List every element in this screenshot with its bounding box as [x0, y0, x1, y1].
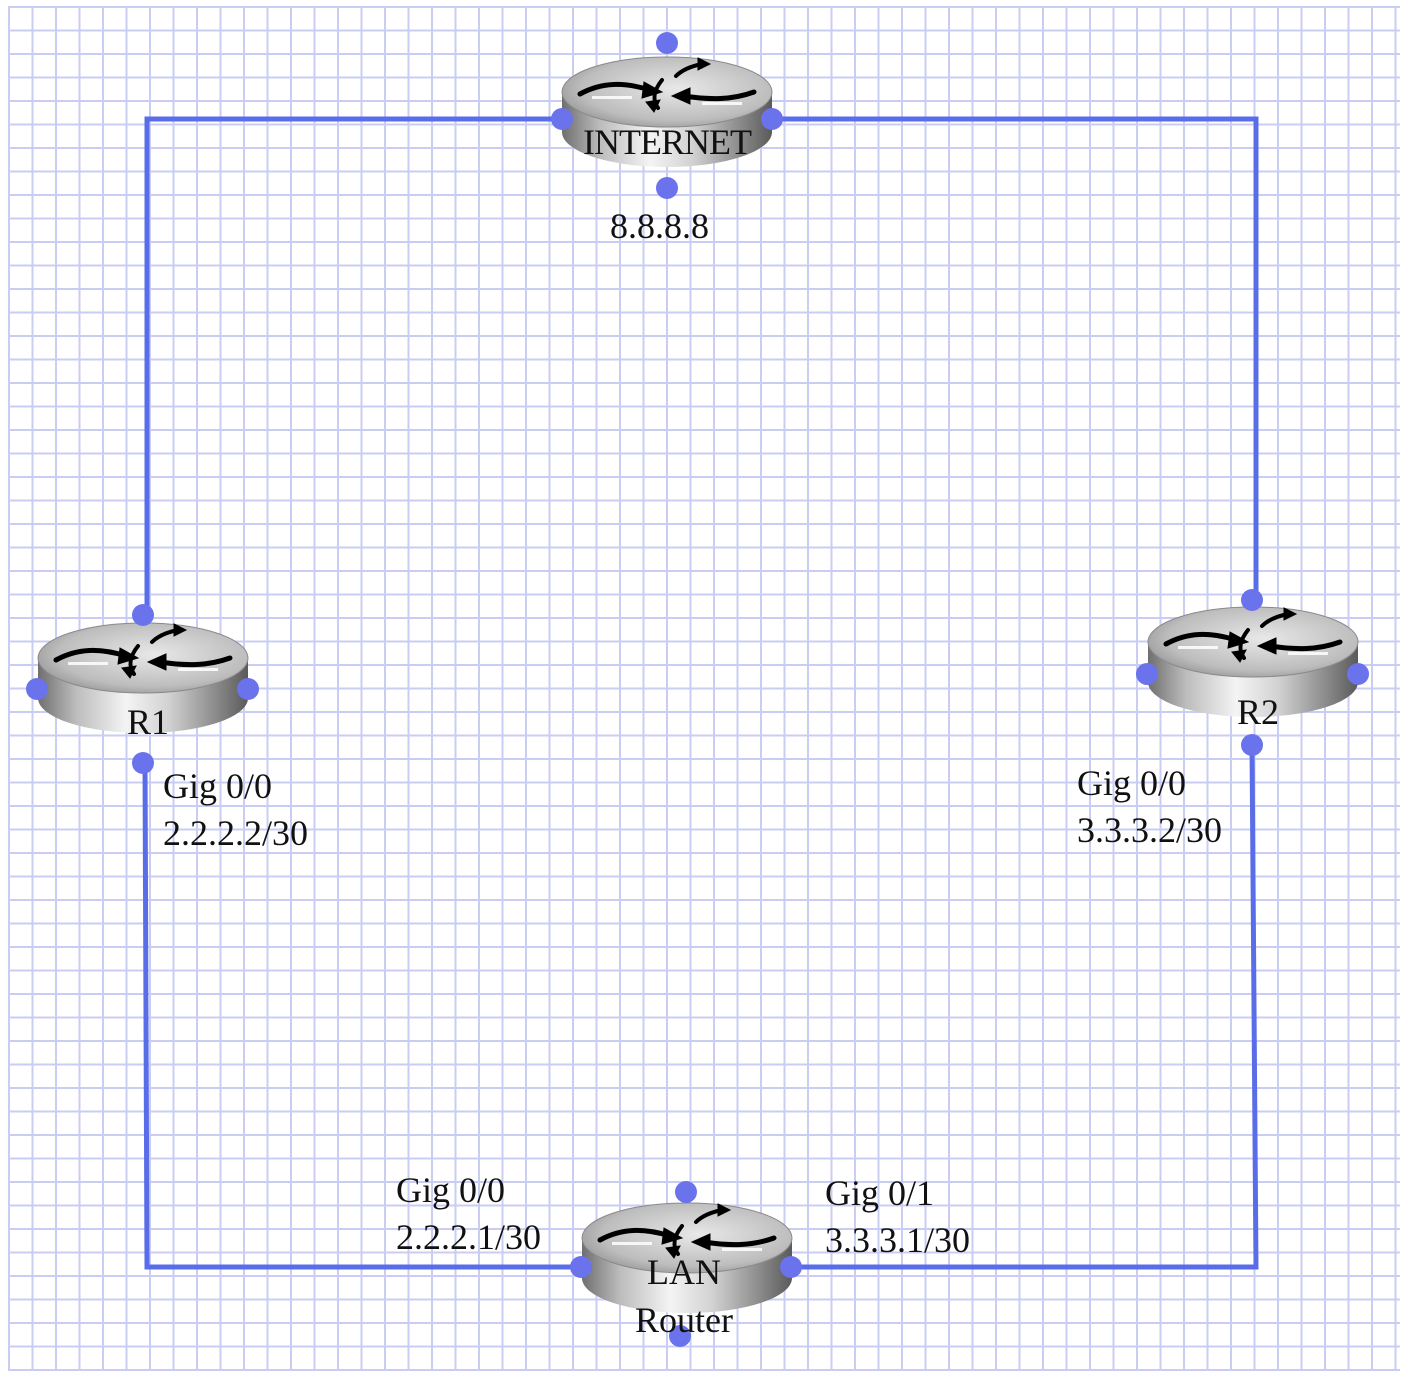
- link-internet-r2: [771, 116, 1259, 600]
- router-r1-name-text: R1: [126, 702, 169, 742]
- port-dot[interactable]: [656, 32, 678, 54]
- port-dot[interactable]: [551, 108, 573, 130]
- port-dot[interactable]: [669, 1325, 691, 1347]
- r2-interface-ip: 3.3.3.2/30: [1077, 809, 1223, 850]
- port-dot[interactable]: [132, 604, 154, 626]
- router-r2-name-text: R2: [1236, 692, 1279, 732]
- port-handles: [26, 32, 1369, 1347]
- port-dot[interactable]: [675, 1181, 697, 1203]
- lan-gig00-name: Gig 0/0: [396, 1170, 506, 1210]
- port-dot[interactable]: [1241, 734, 1263, 756]
- port-dot[interactable]: [132, 752, 154, 774]
- port-dot[interactable]: [26, 678, 48, 700]
- link-r2-lan: [789, 743, 1259, 1270]
- port-dot[interactable]: [1347, 663, 1369, 685]
- lan-gig00-label: Gig 0/0 2.2.2.1/30: [396, 1167, 541, 1261]
- r1-interface-ip: 2.2.2.2/30: [163, 812, 309, 853]
- link-internet-r1: [144, 116, 562, 614]
- r1-interface-name: Gig 0/0: [163, 766, 273, 806]
- r1-interface-label: Gig 0/0 2.2.2.2/30: [163, 763, 308, 857]
- port-dot[interactable]: [570, 1256, 592, 1278]
- router-internet-name-text: INTERNET: [583, 122, 752, 162]
- link-lines: [142, 116, 1259, 1270]
- lan-gig01-label: Gig 0/1 3.3.3.1/30: [825, 1170, 970, 1264]
- r2-interface-name: Gig 0/0: [1077, 763, 1187, 803]
- port-dot[interactable]: [237, 678, 259, 700]
- port-dot[interactable]: [1241, 589, 1263, 611]
- router-lan-name: LAN Router: [584, 1248, 784, 1344]
- lan-gig00-ip: 2.2.2.1/30: [396, 1216, 542, 1257]
- port-dot[interactable]: [656, 177, 678, 199]
- router-r1-name: R1: [48, 700, 248, 745]
- router-internet-name: INTERNET: [562, 120, 772, 165]
- lan-gig01-ip: 3.3.3.1/30: [825, 1219, 971, 1260]
- port-dot[interactable]: [1136, 663, 1158, 685]
- router-lan-name-line1: LAN: [647, 1252, 721, 1292]
- port-dot[interactable]: [761, 108, 783, 130]
- router-internet-ip: 8.8.8.8: [610, 206, 709, 246]
- router-lan-name-line2: Router: [635, 1300, 733, 1340]
- port-dot[interactable]: [780, 1256, 802, 1278]
- lan-gig01-name: Gig 0/1: [825, 1173, 935, 1213]
- router-r2-name: R2: [1158, 690, 1358, 735]
- link-r1-lan: [142, 761, 581, 1270]
- r2-interface-label: Gig 0/0 3.3.3.2/30: [1077, 760, 1222, 854]
